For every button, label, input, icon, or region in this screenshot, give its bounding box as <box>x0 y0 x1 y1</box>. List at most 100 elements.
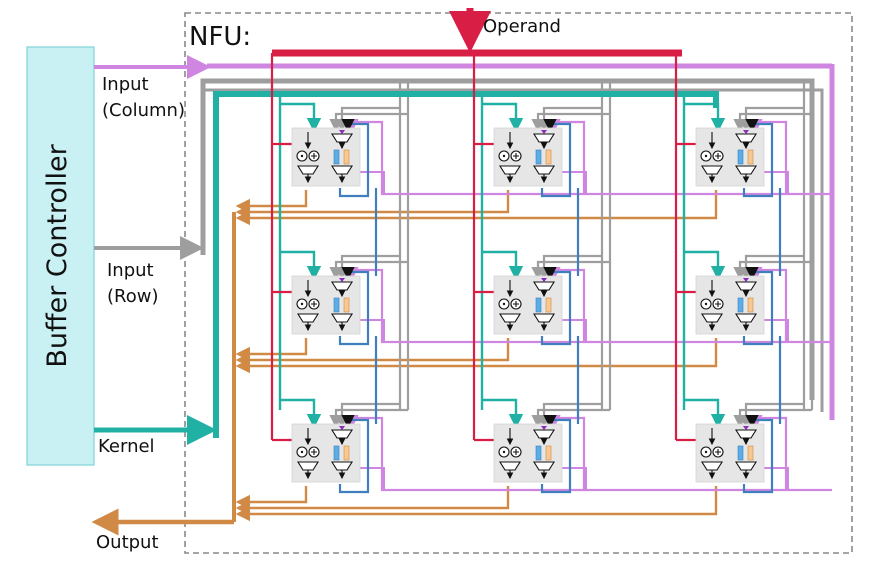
pe-top-mux-icon <box>331 281 353 291</box>
input-row-pe-tap <box>335 254 400 281</box>
input-row-pe-tap <box>329 260 408 281</box>
pe-top-mux-icon <box>331 133 353 143</box>
pe-adder-cross <box>311 301 317 307</box>
input-row-pe-tap <box>329 408 408 429</box>
feedback-loop <box>338 267 370 346</box>
output-row-return <box>235 190 308 214</box>
input-column-local-loop <box>358 319 385 342</box>
pe-bottom-mux-icon <box>735 165 757 175</box>
pe-multiplier-dot <box>502 450 506 454</box>
output-row-return <box>235 486 308 510</box>
pe-multiplier-dot <box>502 302 506 306</box>
pe-bottom-mux-icon <box>331 461 353 471</box>
input-row-pe-tap <box>329 112 408 133</box>
pe-top-mux-icon <box>331 429 353 439</box>
pe-select-arrow <box>339 278 345 282</box>
kernel-pe-tap <box>684 398 726 429</box>
kernel-pe-tap <box>280 398 322 429</box>
input-row-pe-tap <box>335 106 400 133</box>
kernel-pe-tap <box>482 250 524 281</box>
input-row-pe-tap <box>531 112 610 133</box>
pe-register-blue <box>535 149 542 165</box>
kernel-pe-tap <box>684 102 726 133</box>
input-column-local-loop <box>560 171 587 194</box>
kernel-pe-tap <box>482 102 524 133</box>
pe-register-orange <box>747 445 754 461</box>
pe-top-mux-icon <box>533 429 555 439</box>
nfu-boundary <box>184 12 853 554</box>
pe-left-mux-icon <box>499 461 521 471</box>
buffer-controller-box <box>26 46 95 466</box>
feedback-loop <box>742 267 774 346</box>
output-label: Output <box>96 532 159 553</box>
pe-left-mux-icon <box>701 313 723 323</box>
input-row-pe-tap <box>335 402 400 429</box>
input-row-pe-tap <box>537 254 602 281</box>
feedback-loop <box>540 267 572 346</box>
input-column-label-2: (Column) <box>102 100 185 121</box>
pe-select-arrow <box>339 130 345 134</box>
pe-left-mux-icon <box>297 461 319 471</box>
pe-top-mux-icon <box>735 281 757 291</box>
pe-bottom-mux-icon <box>735 461 757 471</box>
pe-adder-cross <box>513 301 519 307</box>
pe-bottom-mux-icon <box>533 461 555 471</box>
output-row-return <box>235 338 510 368</box>
input-row-pe-tap <box>733 260 812 281</box>
pe-2-1 <box>291 275 361 335</box>
pe-register-blue <box>333 445 340 461</box>
pe-adder-cross <box>715 153 721 159</box>
input-row-pe-tap <box>739 402 804 429</box>
pe-2-2 <box>493 275 563 335</box>
input-row-pe-tap <box>733 112 812 133</box>
input-column-local-loop <box>560 467 587 490</box>
input-row-pe-tap <box>733 408 812 429</box>
pe-1-2 <box>493 127 563 187</box>
output-row-return <box>235 486 510 516</box>
kernel-pe-tap <box>280 102 322 133</box>
pe-1-1 <box>291 127 361 187</box>
pe-register-blue <box>737 149 744 165</box>
output-row-return <box>235 190 510 220</box>
pe-3-1 <box>291 423 361 483</box>
pe-select-arrow <box>743 278 749 282</box>
input-column-local-loop <box>358 171 385 194</box>
operand-label: Operand <box>483 16 561 37</box>
pe-register-orange <box>747 149 754 165</box>
pe-3-3 <box>695 423 765 483</box>
kernel-pe-tap <box>280 250 322 281</box>
pe-register-orange <box>545 297 552 313</box>
input-row-label-2: (Row) <box>107 286 158 307</box>
input-row-pe-tap <box>739 106 804 133</box>
pe-adder-cross <box>513 449 519 455</box>
pe-top-mux-icon <box>735 429 757 439</box>
pe-register-orange <box>343 297 350 313</box>
input-column-local-loop <box>762 467 789 490</box>
pe-multiplier-dot <box>300 450 304 454</box>
pe-multiplier-dot <box>704 302 708 306</box>
pe-left-mux-icon <box>701 165 723 175</box>
pe-register-blue <box>333 297 340 313</box>
nfu-label: NFU: <box>189 22 251 52</box>
pe-multiplier-dot <box>300 154 304 158</box>
pe-register-blue <box>333 149 340 165</box>
pe-left-mux-icon <box>297 165 319 175</box>
pe-select-arrow <box>541 130 547 134</box>
feedback-wires <box>338 119 782 494</box>
pe-2-3 <box>695 275 765 335</box>
input-column-local-loop <box>762 171 789 194</box>
pe-3-2 <box>493 423 563 483</box>
output-bus <box>91 190 718 536</box>
input-row-pe-tap <box>531 408 610 429</box>
pe-left-mux-icon <box>297 313 319 323</box>
pe-left-mux-icon <box>499 313 521 323</box>
input-column-local-loop <box>358 467 385 490</box>
input-row-pe-tap <box>739 254 804 281</box>
pe-array <box>291 127 765 483</box>
pe-1-3 <box>695 127 765 187</box>
pe-top-mux-icon <box>533 281 555 291</box>
pe-select-arrow <box>541 278 547 282</box>
operand-bus <box>270 8 711 447</box>
pe-register-orange <box>545 149 552 165</box>
